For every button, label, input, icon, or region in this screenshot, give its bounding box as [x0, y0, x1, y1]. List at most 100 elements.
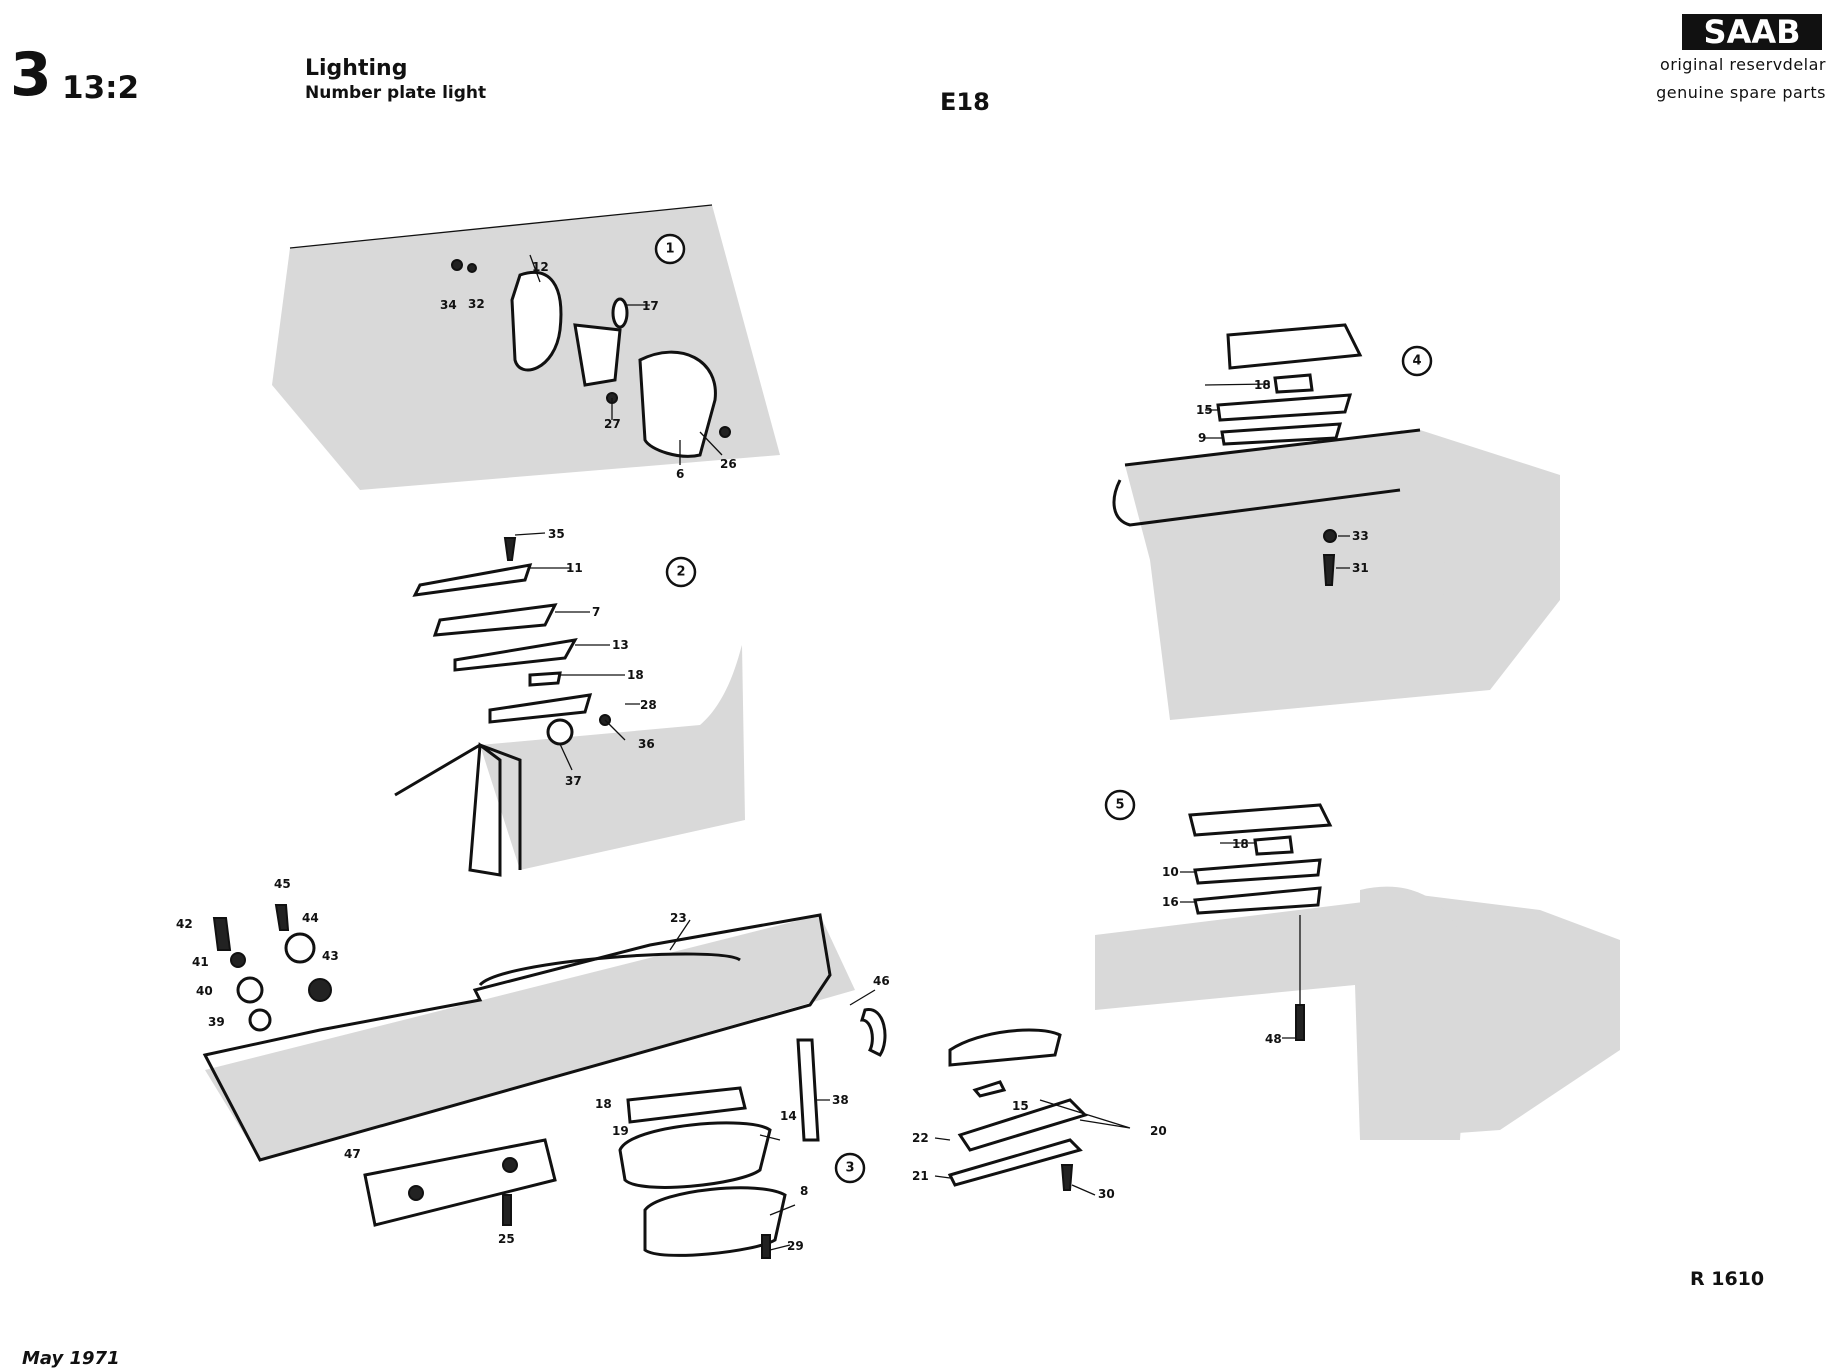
part-label: 26 — [720, 457, 737, 471]
brand-text: SAAB — [1704, 14, 1801, 50]
variant-circles: 1 2 3 4 5 — [654, 233, 1433, 1176]
lamp-housing-8 — [643, 1186, 787, 1257]
part-label: 12 — [532, 260, 549, 274]
variant-5-number: 5 — [1115, 798, 1124, 813]
part-labels-v3: 45 42 44 41 43 40 39 23 46 18 38 19 14 4… — [176, 877, 1167, 1253]
screw-29 — [761, 1234, 771, 1259]
gasket-21 — [947, 1138, 1083, 1187]
washer-39 — [248, 1008, 272, 1032]
nut-43 — [308, 978, 332, 1002]
lamp-cover — [948, 1028, 1062, 1067]
part-label: 16 — [1162, 895, 1179, 909]
variant-4-assembly — [1112, 323, 1560, 720]
part-labels-v1: 34 32 12 17 27 6 26 — [440, 260, 737, 481]
part-label: 33 — [1352, 529, 1369, 543]
variant-2-assembly — [394, 532, 745, 877]
variant-5-assembly — [1095, 803, 1620, 1140]
part-label: 28 — [640, 698, 657, 712]
seal-strip-38 — [796, 1038, 820, 1142]
part-label: 48 — [1265, 1032, 1282, 1046]
part-label: 27 — [604, 417, 621, 431]
part-label: 17 — [642, 299, 659, 313]
variant-1-circle — [654, 233, 686, 265]
variant-1-number: 1 — [665, 242, 674, 257]
variant-4-number: 4 — [1412, 354, 1421, 369]
part-label: 45 — [274, 877, 291, 891]
lamp-housing — [488, 693, 593, 724]
part-label: 29 — [787, 1239, 804, 1253]
nut-32 — [467, 263, 477, 273]
part-label: 38 — [832, 1093, 849, 1107]
part-label: 18 — [627, 668, 644, 682]
part-label: 22 — [912, 1131, 929, 1145]
bolt-42 — [212, 917, 232, 951]
part-label: 18 — [1232, 837, 1249, 851]
tagline-swedish: original reservdelar — [1659, 55, 1826, 74]
bumper-long-outline — [202, 913, 832, 1162]
variant-3-circle — [834, 1152, 866, 1184]
page-title: Lighting — [305, 56, 408, 81]
bumper-end-5 — [1360, 886, 1470, 1140]
part-label: 31 — [1352, 561, 1369, 575]
part-labels-v2: 35 11 7 13 18 28 36 37 — [548, 527, 657, 788]
part-label: 21 — [912, 1169, 929, 1183]
washer-40 — [236, 976, 264, 1004]
lens-7 — [432, 603, 558, 637]
part-label: 39 — [208, 1015, 225, 1029]
lamp-bracket — [573, 323, 622, 387]
lens-frame-11 — [412, 563, 533, 597]
nut-plate-b — [502, 1157, 518, 1173]
screw-35 — [503, 537, 517, 561]
variant-1-assembly — [272, 204, 780, 490]
lamp-housing-4 — [1226, 323, 1363, 370]
part-label: 37 — [565, 774, 582, 788]
part-label: 36 — [638, 737, 655, 751]
bumper-long-shade — [205, 915, 855, 1160]
screw-26 — [719, 426, 731, 438]
part-label: 32 — [468, 297, 485, 311]
bulb-alt — [972, 1080, 1007, 1098]
part-label: 14 — [780, 1109, 797, 1123]
part-label: 46 — [873, 974, 890, 988]
variant-5-circle — [1104, 789, 1136, 821]
gasket-14 — [618, 1121, 772, 1189]
variant-2-circle — [665, 556, 697, 588]
part-labels-v4: 18 15 9 33 31 — [1196, 378, 1369, 575]
bumper-section-2 — [480, 645, 745, 870]
publication-date: May 1971 — [22, 1348, 120, 1369]
part-label: 20 — [1150, 1124, 1167, 1138]
tagline-english: genuine spare parts — [1656, 83, 1826, 102]
part-label: 9 — [1198, 431, 1206, 445]
part-label: 18 — [595, 1097, 612, 1111]
bumper-end-4 — [1400, 430, 1502, 690]
bulb-18 — [528, 671, 562, 687]
lens-16 — [1193, 886, 1322, 915]
part-label: 44 — [302, 911, 319, 925]
lamp-base-19 — [626, 1086, 747, 1124]
screw-30 — [1060, 1164, 1074, 1191]
section-minor-number: 13:2 — [62, 70, 140, 106]
clip-46 — [859, 1008, 887, 1057]
bulb-18-v4 — [1273, 373, 1314, 394]
nut-41 — [230, 952, 246, 968]
part-label: 6 — [676, 467, 684, 481]
grommet-37 — [546, 718, 574, 746]
nut-33 — [1323, 529, 1337, 543]
gasket-10 — [1193, 858, 1322, 885]
bulb-18-v5 — [1253, 835, 1294, 856]
part-label: 18 — [1254, 378, 1271, 392]
part-label: 19 — [612, 1124, 629, 1138]
nut-plate-a — [408, 1185, 424, 1201]
part-label: 35 — [548, 527, 565, 541]
page-subtitle: Number plate light — [305, 83, 487, 103]
variant-4-circle — [1401, 345, 1433, 377]
part-label: 23 — [670, 911, 687, 925]
bumper-plate-47 — [363, 1138, 557, 1227]
plate-9 — [1220, 422, 1343, 446]
part-label: 15 — [1012, 1099, 1029, 1113]
screw-34 — [451, 259, 463, 271]
part-label: 8 — [800, 1184, 808, 1198]
part-label: 42 — [176, 917, 193, 931]
part-label: 13 — [612, 638, 629, 652]
variant-3-number: 3 — [845, 1161, 854, 1176]
